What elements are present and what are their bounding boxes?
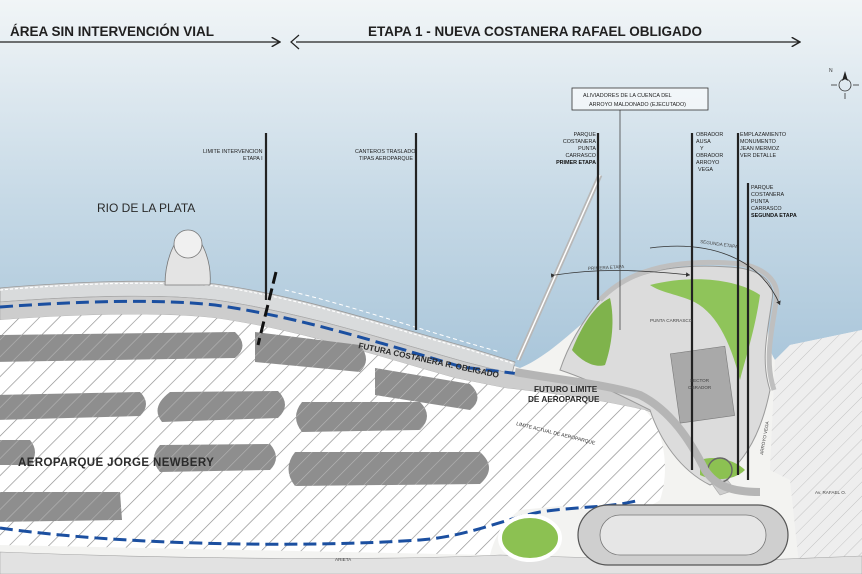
runway-blocks bbox=[0, 332, 489, 522]
compass-north-label: N bbox=[829, 68, 833, 74]
parque1-line-4: CARRASCO bbox=[565, 153, 596, 159]
airport-zone bbox=[0, 314, 665, 555]
obrador-line-1: OBRADOR bbox=[696, 132, 723, 138]
runway-block bbox=[375, 368, 478, 410]
monumento-line-3: JEAN MERMOZ bbox=[740, 146, 780, 152]
parque2-line-2: COSTANERA bbox=[751, 192, 785, 198]
limite-line-2: ETAPA I bbox=[243, 156, 263, 162]
runway-block bbox=[0, 440, 35, 465]
obrador-line-3: Y bbox=[700, 146, 704, 152]
monumento-line-4: VER DETALLE bbox=[740, 153, 777, 159]
pier-aliviador-edge bbox=[517, 174, 601, 361]
runway-block bbox=[255, 332, 366, 372]
canteros-line-1: CANTEROS TRASLADO bbox=[355, 149, 415, 155]
header-right: ETAPA 1 - NUEVA COSTANERA RAFAEL OBLIGAD… bbox=[368, 24, 702, 39]
runway-block bbox=[296, 402, 427, 432]
runway-block bbox=[0, 492, 122, 522]
compass-icon bbox=[831, 71, 859, 99]
parque2-line-1: PARQUE bbox=[751, 185, 774, 191]
stage1-arrow-label: PRIMERA ETAPA bbox=[588, 264, 625, 271]
sector-label-2: OBRADOR bbox=[688, 385, 712, 390]
bottom-roadway bbox=[0, 551, 862, 574]
callout-parque1: PARQUE COSTANERA PUNTA CARRASCO PRIMER E… bbox=[556, 132, 596, 166]
airport-label: AEROPARQUE JORGE NEWBERY bbox=[18, 457, 214, 469]
monumento-line-2: MONUMENTO bbox=[740, 139, 776, 145]
future-limit-label-1: FUTURO LIMITE bbox=[534, 385, 598, 394]
runway-block bbox=[0, 332, 243, 362]
urban-area-right bbox=[770, 330, 862, 574]
bottom-street-label: ARIETA bbox=[335, 557, 352, 562]
coast-guide-line bbox=[284, 289, 501, 353]
runway-block bbox=[154, 444, 276, 472]
arroyo-label: ARROYO VEGA bbox=[759, 420, 770, 455]
parque2-line-4: CARRASCO bbox=[751, 206, 782, 212]
aliviadores-line-1: ALIVIADORES DE LA CUENCA DEL bbox=[583, 93, 672, 99]
callout-monumento: EMPLAZAMIENTO MONUMENTO JEAN MERMOZ VER … bbox=[740, 132, 786, 159]
aliviadores-box bbox=[571, 87, 709, 111]
obrador-line-6: VEGA bbox=[698, 167, 713, 173]
stage2-arrow bbox=[649, 245, 781, 306]
obrador-line-4: OBRADOR bbox=[696, 153, 723, 159]
canteros-line-2: TIPAS AEROPARQUE bbox=[359, 156, 413, 162]
monumento-line-1: EMPLAZAMIENTO bbox=[740, 132, 786, 138]
runway-block bbox=[288, 452, 489, 486]
parque1-line-2: COSTANERA bbox=[563, 139, 597, 145]
parque2-line-3: PUNTA bbox=[751, 199, 769, 205]
costa-salguero-monument bbox=[164, 229, 211, 286]
green-park-north bbox=[650, 279, 760, 380]
stage1-arrow bbox=[550, 270, 691, 278]
green-park-west bbox=[572, 298, 613, 366]
punta-carrasco-label: PUNTA CARRASCO bbox=[650, 318, 693, 323]
river-label: RIO DE LA PLATA bbox=[97, 201, 195, 215]
promenade-edge-line bbox=[0, 282, 516, 365]
parque1-line-1: PARQUE bbox=[574, 132, 597, 138]
parque1-line-3: PUNTA bbox=[578, 146, 596, 152]
callout-obrador: OBRADOR AUSA Y OBRADOR ARROYO VEGA bbox=[696, 132, 723, 173]
callout-parque2: PARQUE COSTANERA PUNTA CARRASCO SEGUNDA … bbox=[751, 185, 797, 219]
parque2-line-5: SEGUNDA ETAPA bbox=[751, 213, 797, 219]
runway-block bbox=[0, 392, 146, 420]
racetrack-inner bbox=[599, 514, 767, 556]
airport-limit-boundary-south bbox=[0, 498, 641, 546]
limite-line-1: LIMITE INTERVENCION bbox=[203, 149, 263, 155]
header-left: ÁREA SIN INTERVENCIÓN VIAL bbox=[10, 24, 214, 39]
callout-leaders bbox=[264, 133, 750, 480]
runway-block bbox=[157, 391, 285, 422]
parque1-line-5: PRIMER ETAPA bbox=[556, 160, 596, 166]
aliviadores-line-2: ARROYO MALDONADO (EJECUTADO) bbox=[589, 102, 686, 108]
stage2-arrow-label: SEGUNDA ETAPA bbox=[700, 239, 739, 249]
obrador-line-5: ARROYO bbox=[696, 160, 719, 166]
avenue-label: Av. RAFAEL O. bbox=[815, 490, 846, 495]
access-road-curve bbox=[514, 368, 761, 496]
header-arrow-right-start bbox=[290, 34, 300, 50]
intervention-limit-line bbox=[256, 271, 278, 346]
sector-label-1: SECTOR bbox=[690, 378, 710, 383]
obrador-line-2: AUSA bbox=[696, 139, 711, 145]
future-limit-label-2: DE AEROPARQUE bbox=[528, 395, 600, 404]
sector-obrador-block bbox=[670, 345, 735, 424]
green-roundabout bbox=[498, 514, 562, 562]
